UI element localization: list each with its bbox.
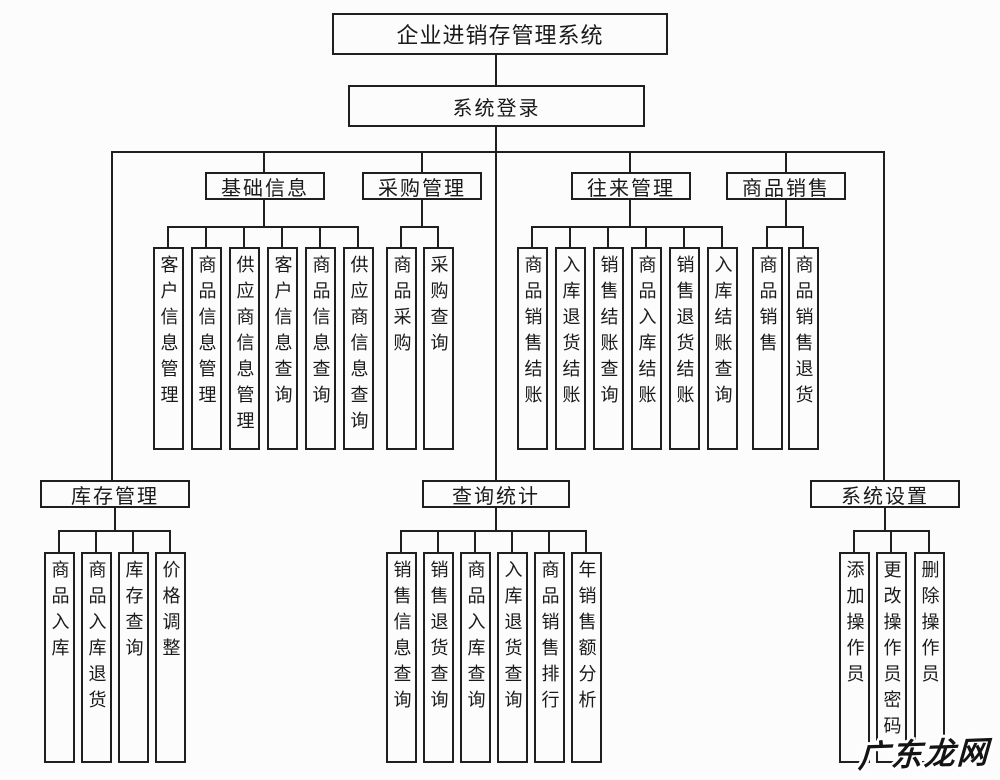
connector-line — [629, 151, 631, 172]
module-product-sales: 商品销售 — [726, 172, 846, 200]
connector-line — [511, 530, 513, 552]
leaf-product-inbound-return: 商品入库退货 — [81, 552, 112, 763]
leaf-product-sale: 商品销售 — [752, 247, 783, 450]
leaf-customer-info-mgmt: 客户信息管理 — [153, 247, 184, 450]
leaf-sales-return-query: 销售退货查询 — [423, 552, 454, 763]
leaf-product-purchase: 商品采购 — [386, 247, 417, 450]
connector-line — [531, 226, 533, 247]
connector-line — [495, 55, 497, 85]
connector-line — [569, 226, 571, 247]
leaf-sales-ranking: 商品销售排行 — [534, 552, 565, 763]
connector-line — [474, 530, 476, 552]
connector-line — [607, 226, 609, 247]
connector-line — [400, 530, 402, 552]
connector-line — [357, 226, 359, 247]
connector-line — [683, 226, 685, 247]
connector-line — [629, 200, 631, 228]
connector-line — [132, 530, 134, 552]
connector-line — [167, 226, 359, 228]
connector-line — [766, 226, 768, 247]
connector-line — [785, 200, 787, 228]
connector-line — [95, 530, 97, 552]
leaf-supplier-info-mgmt: 供应商信息管理 — [229, 247, 260, 450]
leaf-purchase-query: 采购查询 — [423, 247, 454, 450]
connector-line — [853, 530, 855, 552]
connector-line — [421, 151, 423, 172]
leaf-annual-sales-analysis: 年销售额分析 — [571, 552, 602, 763]
connector-line — [928, 530, 930, 552]
leaf-customer-info-query: 客户信息查询 — [267, 247, 298, 450]
connector-line — [400, 226, 402, 247]
leaf-sales-return-settle: 销售退货结账 — [669, 247, 700, 450]
leaf-add-operator: 添加操作员 — [839, 552, 870, 763]
leaf-sales-settlement: 商品销售结账 — [517, 247, 548, 450]
connector-line — [169, 530, 171, 552]
leaf-supplier-info-query: 供应商信息查询 — [343, 247, 374, 450]
connector-line — [884, 508, 886, 532]
watermark: 广东龙网 — [857, 734, 991, 775]
connector-line — [853, 530, 930, 532]
connector-line — [111, 151, 113, 480]
node-login: 系统登录 — [348, 85, 645, 127]
module-purchase-mgmt: 采购管理 — [362, 172, 482, 200]
connector-line — [531, 226, 723, 228]
connector-line — [400, 530, 587, 532]
connector-line — [167, 226, 169, 247]
module-basic-info: 基础信息 — [205, 172, 325, 200]
connector-line — [785, 151, 787, 172]
connector-line — [263, 200, 265, 228]
leaf-sales-info-query: 销售信息查询 — [386, 552, 417, 763]
connector-line — [437, 530, 439, 552]
leaf-inbound-settlement: 商品入库结账 — [631, 247, 662, 450]
connector-line — [883, 151, 885, 480]
leaf-change-operator-password: 更改操作员密码 — [876, 552, 907, 763]
module-inventory-mgmt: 库存管理 — [40, 480, 190, 508]
connector-line — [548, 530, 550, 552]
module-transaction-mgmt: 往来管理 — [571, 172, 691, 200]
connector-line — [281, 226, 283, 247]
leaf-price-adjust: 价格调整 — [155, 552, 186, 763]
connector-line — [111, 151, 885, 153]
connector-line — [495, 508, 497, 532]
leaf-product-sale-return: 商品销售退货 — [788, 247, 819, 450]
connector-line — [437, 226, 439, 247]
connector-line — [400, 226, 439, 228]
module-query-stats: 查询统计 — [422, 480, 570, 508]
leaf-inbound-return-settle: 入库退货结账 — [555, 247, 586, 450]
leaf-inbound-settle-query: 入库结账查询 — [707, 247, 738, 450]
leaf-product-inbound: 商品入库 — [44, 552, 75, 763]
leaf-product-info-mgmt: 商品信息管理 — [191, 247, 222, 450]
leaf-inbound-query: 商品入库查询 — [460, 552, 491, 763]
connector-line — [645, 226, 647, 247]
connector-line — [802, 226, 804, 247]
leaf-sales-settle-query: 销售结账查询 — [593, 247, 624, 450]
connector-line — [114, 508, 116, 532]
leaf-stock-query: 库存查询 — [118, 552, 149, 763]
connector-line — [890, 530, 892, 552]
connector-line — [585, 530, 587, 552]
leaf-delete-operator: 删除操作员 — [914, 552, 945, 763]
node-root: 企业进销存管理系统 — [332, 13, 668, 55]
connector-line — [766, 226, 804, 228]
module-system-settings: 系统设置 — [810, 480, 960, 508]
connector-line — [58, 530, 60, 552]
connector-line — [58, 530, 171, 532]
connector-line — [721, 226, 723, 247]
connector-line — [205, 226, 207, 247]
connector-line — [243, 226, 245, 247]
connector-line — [421, 200, 423, 228]
connector-line — [495, 125, 497, 480]
leaf-inbound-return-query: 入库退货查询 — [497, 552, 528, 763]
connector-line — [319, 226, 321, 247]
leaf-product-info-query: 商品信息查询 — [305, 247, 336, 450]
connector-line — [263, 151, 265, 172]
